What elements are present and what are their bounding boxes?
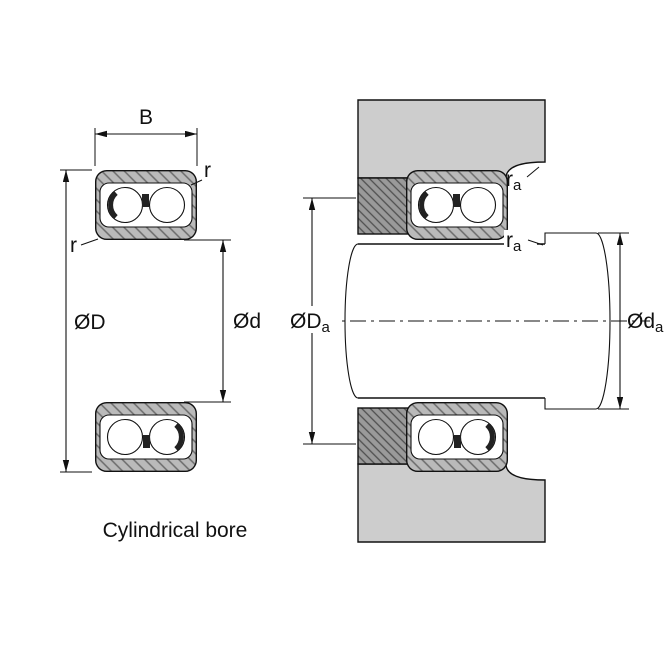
dimension-bore-diameter: Ød: [184, 239, 261, 403]
label-backing: [287, 306, 337, 333]
housing-top: [357, 99, 546, 179]
label-shaft-abutment-diameter: Øda: [627, 310, 664, 336]
shaft-shoulder: [544, 232, 611, 410]
bearing-section-bottom: [96, 403, 197, 472]
leader-line: [526, 166, 540, 178]
bearing-cross-section-figure: B r r ØD Ød Cylindrical bore: [60, 106, 261, 542]
housing-shoulder-top: [357, 177, 409, 235]
leader-line: [80, 238, 99, 246]
label-housing-abutment-diameter: ØDa: [290, 310, 331, 336]
label-outer-diameter: ØD: [74, 311, 106, 334]
dimension-housing-abutment: ØDa: [287, 197, 356, 445]
callout-fillet-housing: ra: [506, 166, 540, 194]
mounted-bearing-section-bottom: [407, 403, 508, 472]
mounted-bearing-section-top: [407, 171, 508, 240]
callout-fillet-shaft: ra: [504, 229, 544, 255]
label-fillet-shaft: ra: [506, 229, 522, 255]
callout-corner-radius-side: r: [70, 234, 99, 257]
housing-shoulder-bottom: [357, 407, 409, 465]
dimension-outer-diameter: ØD: [60, 169, 106, 473]
leader-line: [527, 239, 544, 246]
label-backing: [504, 230, 537, 246]
label-bore-diameter: Ød: [233, 310, 261, 333]
housing-bottom: [357, 463, 546, 543]
label-radius-side: r: [70, 234, 77, 257]
label-width-b: B: [139, 106, 153, 129]
figure-caption: Cylindrical bore: [103, 519, 248, 542]
dimension-shaft-abutment: Øda: [598, 232, 664, 410]
callout-corner-radius-top: r: [190, 159, 211, 186]
dimension-width-B: B: [94, 106, 198, 166]
label-fillet-housing: ra: [506, 168, 522, 194]
leader-line: [190, 179, 203, 186]
label-radius-top: r: [204, 159, 211, 182]
mounting-assembly-figure: ra ra ØDa Øda: [287, 99, 664, 543]
bearing-section-top: [96, 171, 197, 240]
